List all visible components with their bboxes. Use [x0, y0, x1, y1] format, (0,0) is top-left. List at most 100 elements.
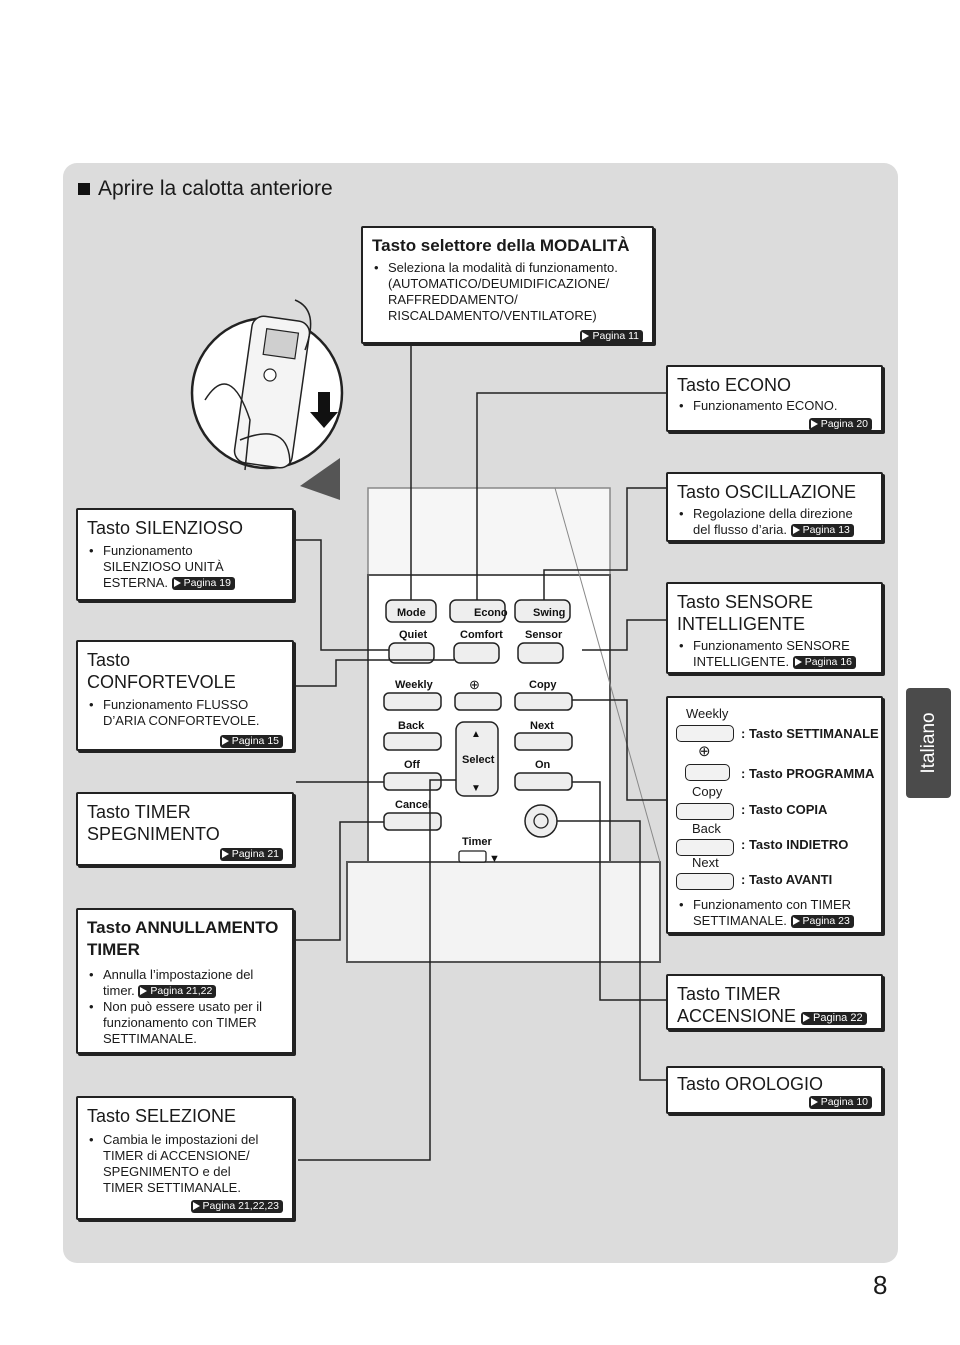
copy-button[interactable] [514, 692, 573, 711]
clock-icon [533, 813, 549, 829]
square-bullet-icon [78, 183, 90, 195]
timer-label: Timer [462, 836, 492, 848]
econo-box-bullet: Funzionamento ECONO. [677, 398, 872, 414]
swing-box-line2: del flusso d’aria. [693, 522, 787, 537]
cancel-page-ref: Pagina 21,22 [138, 984, 217, 998]
select-box-line3: SPEGNIMENTO e del [103, 1164, 231, 1179]
weekly-box-weekly-text: : Tasto SETTIMANALE [741, 726, 879, 741]
econo-button[interactable]: Econo [474, 607, 508, 619]
weekly-box-copy-button [676, 803, 734, 820]
timer-on-box-title2: ACCENSIONE [677, 1006, 797, 1026]
comfort-box-title2: CONFORTEVOLE [87, 672, 236, 692]
cancel-label: Cancel [395, 799, 431, 811]
section-title: Aprire la calotta anteriore [78, 177, 333, 201]
next-label: Next [530, 720, 554, 732]
weekly-box-back-button [676, 839, 734, 856]
select-page-ref: Pagina 21,22,23 [190, 1199, 283, 1213]
program-icon: ⊕ [698, 743, 711, 760]
quiet-box-title: Tasto SILENZIOSO [87, 518, 244, 538]
weekly-box: Weekly : Tasto SETTIMANALE ⊕ : Tasto PRO… [666, 696, 883, 934]
timer-on-box-title1: Tasto TIMER [677, 984, 781, 1004]
econo-box: Tasto ECONO Funzionamento ECONO. Pagina … [666, 365, 883, 432]
weekly-box-next-label: Next [692, 855, 719, 870]
cancel-box-b1-line2: timer. [103, 983, 135, 998]
swing-box: Tasto OSCILLAZIONE Regolazione della dir… [666, 472, 883, 542]
swing-page-ref: Pagina 13 [790, 523, 854, 537]
quiet-button[interactable] [388, 642, 435, 664]
timer-off-button[interactable] [383, 772, 442, 791]
clock-button[interactable] [524, 804, 558, 838]
timer-on-page-ref: Pagina 22 [801, 1011, 867, 1025]
weekly-box-weekly-label: Weekly [686, 706, 729, 721]
mode-page-ref: Pagina 11 [580, 329, 643, 343]
connector-lines [296, 346, 666, 1161]
off-label: Off [404, 759, 420, 771]
econo-box-title: Tasto ECONO [677, 375, 792, 395]
timer-on-box: Tasto TIMER ACCENSIONE Pagina 22 [666, 974, 883, 1030]
mode-box-line2: (AUTOMATICO/DEUMIDIFICAZIONE/ [388, 276, 610, 291]
cancel-box-b2-line3: SETTIMANALE. [103, 1031, 197, 1046]
back-button[interactable] [383, 732, 442, 751]
weekly-box-back-label: Back [692, 821, 721, 836]
down-arrow-icon: ▼ [471, 783, 481, 794]
select-box-line1: Cambia le impostazioni del [103, 1132, 259, 1147]
weekly-box-line1: Funzionamento con TIMER [693, 897, 851, 912]
cancel-box-title1: Tasto ANNULLAMENTO [87, 918, 279, 937]
sensor-box-line1: Funzionamento SENSORE [693, 638, 850, 653]
select-box-title: Tasto SELEZIONE [87, 1106, 237, 1126]
cancel-box: Tasto ANNULLAMENTO TIMER Annulla l’impos… [76, 908, 294, 1054]
cancel-box-b2-line2: funzionamento con TIMER [103, 1015, 257, 1030]
swing-box-line1: Regolazione della direzione [693, 506, 853, 521]
top-margin [0, 0, 960, 150]
comfort-box-line2: D’ARIA CONFORTEVOLE. [103, 713, 260, 728]
weekly-button[interactable] [383, 692, 442, 711]
weekly-page-ref: Pagina 23 [790, 914, 854, 928]
clock-box: Tasto OROLOGIO Pagina 10 [666, 1066, 883, 1114]
select-box-line4: TIMER SETTIMANALE. [103, 1180, 241, 1195]
weekly-box-back-text: : Tasto INDIETRO [741, 837, 849, 852]
sensor-box-title1: Tasto SENSORE [677, 592, 814, 612]
swing-button[interactable]: Swing [533, 607, 565, 619]
quiet-page-ref: Pagina 19 [171, 576, 235, 590]
program-icon: ⊕ [469, 677, 480, 692]
quiet-box-line2: SILENZIOSO UNITÀ [103, 559, 224, 574]
weekly-box-line2: SETTIMANALE. [693, 913, 787, 928]
comfort-box-line1: Funzionamento FLUSSO [103, 697, 249, 712]
cancel-box-title2: TIMER [87, 940, 140, 959]
pointer-triangle-icon [300, 458, 340, 500]
weekly-box-weekly-button [676, 725, 734, 742]
up-arrow-icon: ▲ [471, 729, 481, 740]
timer-on-button[interactable] [514, 772, 573, 791]
quiet-label: Quiet [399, 629, 427, 641]
cancel-button[interactable] [383, 812, 442, 831]
program-button[interactable] [454, 692, 502, 711]
select-label: Select [462, 754, 495, 766]
quiet-box: Tasto SILENZIOSO Funzionamento SILENZIOS… [76, 508, 294, 601]
section-title-text: Aprire la calotta anteriore [98, 177, 333, 200]
comfort-box: Tasto CONFORTEVOLE Funzionamento FLUSSO … [76, 640, 294, 751]
language-tab: Italiano [906, 688, 951, 798]
timer-off-box: Tasto TIMER SPEGNIMENTO Pagina 21 [76, 792, 294, 866]
weekly-box-copy-label: Copy [692, 784, 723, 799]
weekly-box-next-button [676, 873, 734, 890]
select-box-line2: TIMER di ACCENSIONE/ [103, 1148, 250, 1163]
next-button[interactable] [514, 732, 573, 751]
quiet-box-line3: ESTERNA. [103, 575, 169, 590]
quiet-box-line1: Funzionamento [103, 543, 193, 558]
comfort-button[interactable] [453, 642, 500, 664]
weekly-label: Weekly [395, 679, 434, 691]
mode-box: Tasto selettore della MODALITÀ Seleziona… [361, 226, 654, 344]
select-box: Tasto SELEZIONE Cambia le impostazioni d… [76, 1096, 294, 1220]
mode-button[interactable]: Mode [397, 607, 426, 619]
copy-label: Copy [529, 679, 557, 691]
select-button[interactable] [455, 721, 499, 797]
weekly-box-program-button [685, 764, 730, 781]
weekly-box-program-text: : Tasto PROGRAMMA [741, 766, 875, 781]
comfort-page-ref: Pagina 15 [219, 734, 283, 748]
weekly-box-copy-text: : Tasto COPIA [741, 802, 828, 817]
econo-page-ref: Pagina 20 [808, 417, 872, 431]
clock-page-ref: Pagina 10 [808, 1095, 872, 1109]
remote-control: Mode Econo Swing Quiet Comfort Sensor We… [346, 487, 661, 963]
sensor-button[interactable] [517, 642, 564, 664]
